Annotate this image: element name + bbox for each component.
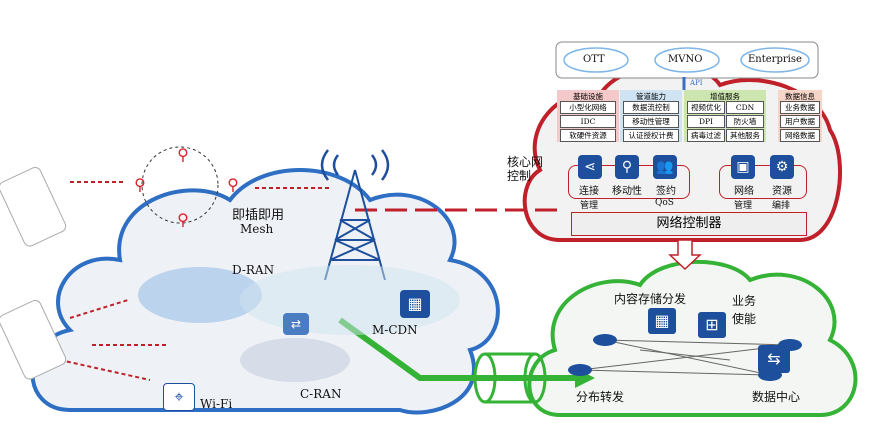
- item: 数据流控制: [623, 101, 679, 114]
- share-icon: ⋖: [578, 155, 602, 179]
- item: 网络数据: [780, 129, 820, 142]
- column-title: 增值服务: [710, 92, 740, 101]
- column-data-info: 数据信息 业务数据 用户数据 网络数据: [778, 90, 822, 142]
- core-label: 移动性: [612, 186, 642, 197]
- core-label: 网络: [734, 186, 754, 197]
- mesh-node-icons: ⚲ ⚲ ⚲ ⚲: [134, 145, 239, 229]
- item: IDC: [560, 115, 616, 128]
- item: 小型化网络: [560, 101, 616, 114]
- wifi-label: Wi-Fi: [200, 397, 233, 411]
- cloud-enterprise: Enterprise: [748, 54, 802, 65]
- service-enable-icon: ⊞: [698, 312, 726, 338]
- item: CDN: [726, 101, 764, 114]
- data-center-label: 数据中心: [752, 390, 801, 404]
- biz-enable-label: 使能: [732, 312, 757, 326]
- phone-icon: [0, 300, 67, 380]
- biz-enable-label: 业务: [732, 294, 757, 308]
- core-sub-label: QoS: [655, 198, 674, 208]
- m-cdn-server-icon: ▦: [400, 290, 430, 318]
- column-infrastructure: 基础设施 小型化网络 IDC 软硬件资源: [557, 90, 619, 142]
- item: 移动性管理: [623, 115, 679, 128]
- users-icon: 👥: [653, 155, 677, 179]
- network-icon: ▣: [731, 155, 755, 179]
- item: 软硬件资源: [560, 129, 616, 142]
- item: 视频优化: [687, 101, 725, 114]
- column-title: 基础设施: [573, 92, 603, 101]
- core-sub-label: 管理: [580, 201, 599, 211]
- core-title: 核心网控制: [507, 155, 544, 183]
- svg-text:⚲: ⚲: [177, 210, 189, 229]
- mesh-label: Mesh: [240, 222, 274, 236]
- item: 用户数据: [780, 115, 820, 128]
- cloud-mvno: MVNO: [668, 54, 703, 65]
- core-label: 连接: [579, 186, 599, 197]
- column-title: 管道能力: [636, 92, 666, 101]
- api-label: API: [690, 79, 703, 87]
- svg-text:⚲: ⚲: [177, 145, 189, 164]
- core-label: 资源: [772, 186, 792, 197]
- wifi-access-point-icon: ⌖: [163, 383, 195, 411]
- data-center-icon: ⇆: [758, 345, 790, 373]
- item: 病毒过滤: [687, 129, 725, 142]
- item: 业务数据: [780, 101, 820, 114]
- storage-server-icon: ▦: [648, 308, 676, 334]
- d-ran-area: [138, 267, 262, 323]
- control-down-arrow: [668, 239, 702, 271]
- item: DPI: [687, 115, 725, 128]
- column-title: 数据信息: [785, 92, 815, 101]
- column-pipe-capability: 管道能力 数据流控制 移动性管理 认证授权计费: [620, 90, 682, 142]
- base-station-tower-icon: [320, 149, 390, 281]
- c-ran-label: C-RAN: [300, 387, 342, 401]
- mesh-label: 即插即用: [232, 208, 285, 223]
- core-group-right: [719, 165, 807, 199]
- c-ran-area: [240, 338, 350, 382]
- item: 防火墙: [726, 115, 764, 128]
- forward-label: 分布转发: [576, 390, 625, 404]
- search-icon: ⚲: [615, 155, 639, 179]
- column-value-added: 增值服务 视频优化 CDN DPI 防火墙 病毒过滤 其他服务: [684, 90, 766, 142]
- gear-icon: ⚙: [770, 155, 794, 179]
- item: 其他服务: [726, 129, 764, 142]
- phone-icon: [0, 167, 67, 247]
- svg-text:⚲: ⚲: [227, 175, 239, 194]
- mesh-ring: [141, 146, 219, 224]
- storage-label: 内容存储分发: [614, 292, 687, 306]
- m-cdn-label: M-CDN: [372, 323, 418, 337]
- backhaul-arrow: [338, 317, 575, 381]
- core-sub-label: 编排: [772, 201, 791, 211]
- svg-text:⚲: ⚲: [134, 175, 146, 194]
- item: 认证授权计费: [623, 129, 679, 142]
- core-label: 签约: [656, 186, 676, 197]
- network-controller: 网络控制器: [571, 212, 807, 236]
- cloud-ott: OTT: [583, 54, 605, 65]
- c-ran-switch-icon: ⇄: [283, 313, 309, 335]
- d-ran-label: D-RAN: [232, 263, 275, 277]
- core-sub-label: 管理: [734, 201, 753, 211]
